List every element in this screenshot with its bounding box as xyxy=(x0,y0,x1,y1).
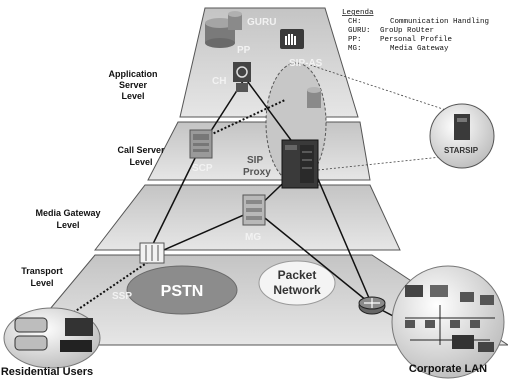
ssp-node xyxy=(139,242,165,264)
laptop-icon xyxy=(478,342,494,352)
zoom-lines xyxy=(309,64,471,171)
phone-icon xyxy=(14,335,48,351)
level-media-line-2: Level xyxy=(56,220,79,230)
zoom-line-top xyxy=(309,64,471,119)
level-application-line-3: Level xyxy=(121,91,144,101)
legend-abbr-4: MG: xyxy=(348,45,362,53)
corporate-lan-caption: Corporate LAN xyxy=(409,363,487,375)
legend-text-2: GroUp RoUter xyxy=(380,27,434,35)
legend-text-4: Media Gateway xyxy=(390,45,449,53)
legend-text-3: Personal Profile xyxy=(380,36,452,44)
pstn-label: PSTN xyxy=(161,283,204,300)
sip-as-database xyxy=(307,87,321,108)
legend-text-1: Communication Handling xyxy=(390,18,489,26)
legend-abbr-1: CH: xyxy=(348,18,362,26)
pp-label: PP xyxy=(237,45,251,56)
computer-icon xyxy=(480,295,494,305)
mg-node xyxy=(242,194,266,226)
mg-label: MG xyxy=(245,232,261,243)
packet-network-cloud xyxy=(258,260,336,306)
connections xyxy=(149,77,421,331)
phone-icon xyxy=(452,335,474,349)
level-application-line-1: Application xyxy=(109,69,158,79)
computer-icon xyxy=(425,320,435,328)
link-mg-router xyxy=(254,209,373,306)
packet-network-label-1: Packet xyxy=(278,268,317,282)
residential-caption: Residential Users xyxy=(1,366,93,378)
legend-title: Legenda xyxy=(342,9,374,17)
residential-bubble xyxy=(3,307,101,369)
ch-node xyxy=(233,62,251,92)
dotted-scp-sipas xyxy=(209,99,286,136)
ch-label: CH xyxy=(212,76,226,87)
computer-icon xyxy=(460,292,474,302)
router-icon xyxy=(358,296,386,315)
level-call-line-2: Level xyxy=(129,157,152,167)
laptop-icon xyxy=(65,318,93,336)
ssp-label: SSP xyxy=(112,291,132,302)
link-scp-ssp xyxy=(149,147,201,251)
computer-icon xyxy=(405,320,415,328)
level-label-call: Call Server Level xyxy=(117,145,165,167)
link-ssp-mg xyxy=(149,209,256,257)
level-transport-line-2: Level xyxy=(30,278,53,288)
legend-abbr-3: PP: xyxy=(348,36,362,44)
link-sipproxy-router xyxy=(311,164,373,306)
starsip-label: STARSIP xyxy=(444,146,479,155)
level-label-media: Media Gateway Level xyxy=(35,208,100,230)
phone-icon xyxy=(14,317,48,333)
computer-icon xyxy=(470,320,480,328)
guru-label: GURU xyxy=(247,17,276,28)
pp-database xyxy=(205,11,242,48)
level-call-line-1: Call Server xyxy=(117,145,165,155)
phone-icon xyxy=(405,285,423,297)
pstn-cloud xyxy=(126,265,238,315)
scp-server xyxy=(189,129,213,159)
sip-proxy-label-1: SIP xyxy=(247,155,263,166)
scp-label: SCP xyxy=(192,163,213,174)
sip-proxy-server xyxy=(281,139,319,189)
guru-hand-icon xyxy=(280,29,304,49)
level-label-application: Application Server Level xyxy=(109,69,158,101)
sip-proxy-label-2: Proxy xyxy=(243,167,271,178)
corporate-lan-bubble xyxy=(391,265,505,379)
level-transport-line-1: Transport xyxy=(21,266,63,276)
computer-icon xyxy=(450,320,460,328)
legend-abbr-2: GURU: xyxy=(348,27,371,35)
packet-network-label-2: Network xyxy=(273,283,321,297)
level-label-transport: Transport Level xyxy=(21,266,63,288)
starsip-zoom xyxy=(429,103,495,169)
phone-icon xyxy=(430,285,448,297)
sip-as-label: SIP-AS xyxy=(289,58,323,69)
level-media-line-1: Media Gateway xyxy=(35,208,100,218)
modem-icon xyxy=(60,340,92,352)
level-application-line-2: Server xyxy=(119,80,148,90)
legend: Legenda CH: Communication Handling GURU:… xyxy=(342,9,489,53)
